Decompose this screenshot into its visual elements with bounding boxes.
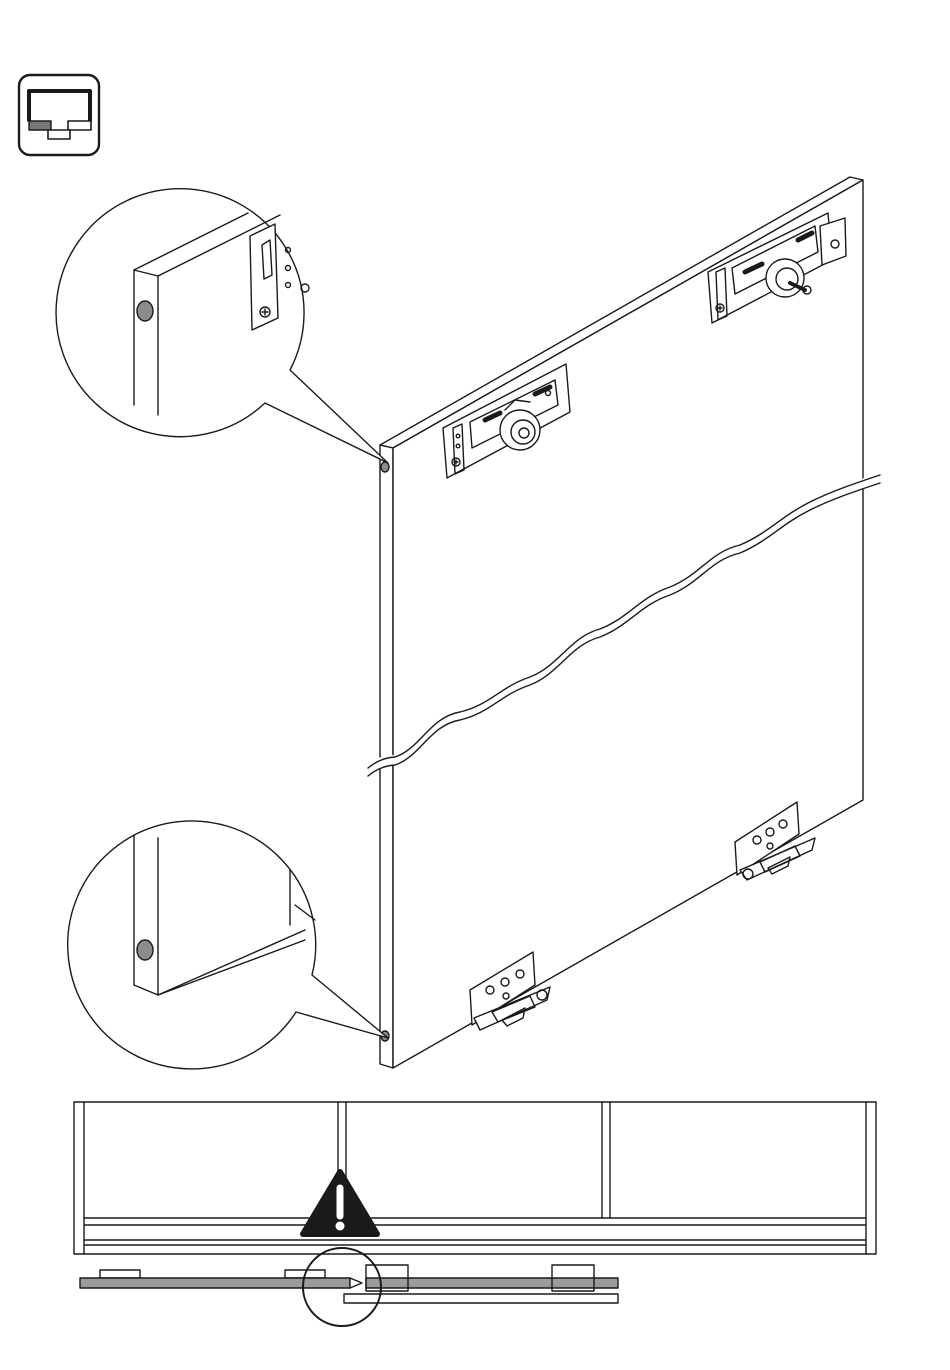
door-track-section [80, 1248, 618, 1326]
door-panel [368, 177, 880, 1068]
sliding-door-top-view-icon [19, 75, 99, 155]
magnified-detail-bottom [68, 821, 388, 1069]
wardrobe-front-view [74, 1102, 876, 1254]
magnified-detail-top [56, 189, 388, 463]
